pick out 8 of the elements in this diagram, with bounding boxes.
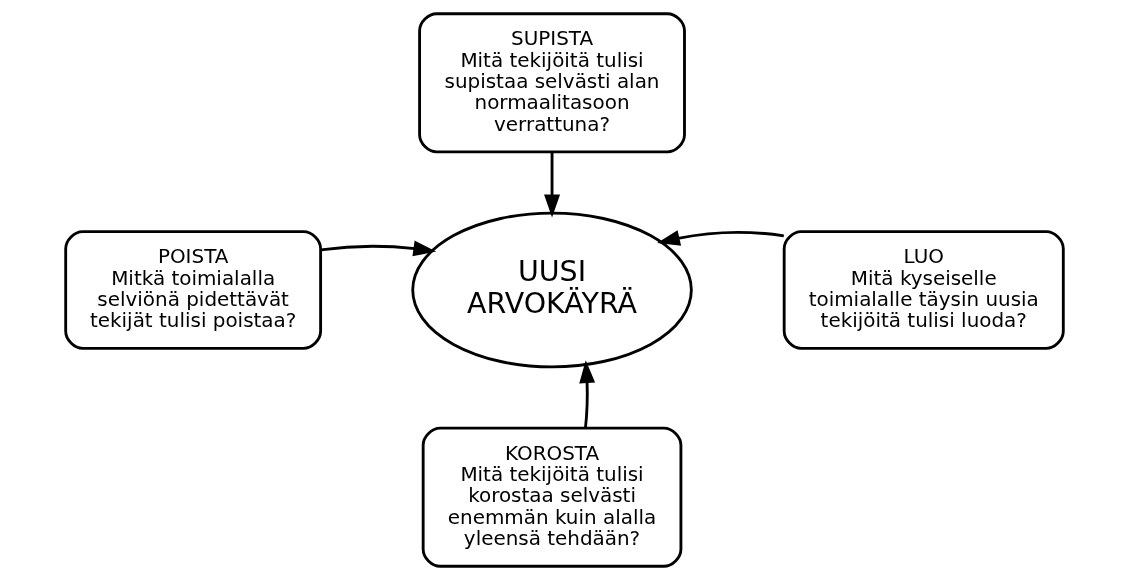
arrow — [657, 230, 784, 246]
arrow — [320, 240, 437, 257]
node-box: SUPISTA Mitä tekijöitä tulisi supistaa selvästi alan normaalitasoon verrattuna? — [418, 12, 686, 154]
node-box: LUO Mitä kyseiselle toimialalle täysin uusia tekijöitä tulisi luoda? — [782, 230, 1065, 350]
node-box: KOROSTA Mitä tekijöitä tulisi korostaa selvästi enemmän kuin alalla yleensä tehdään? — [421, 426, 683, 568]
arrow — [579, 360, 596, 428]
arrow — [544, 152, 561, 218]
node-box: POISTA Mitkä toimialalla selviönä pidettävät tekijät tulisi poistaa? — [64, 230, 323, 350]
